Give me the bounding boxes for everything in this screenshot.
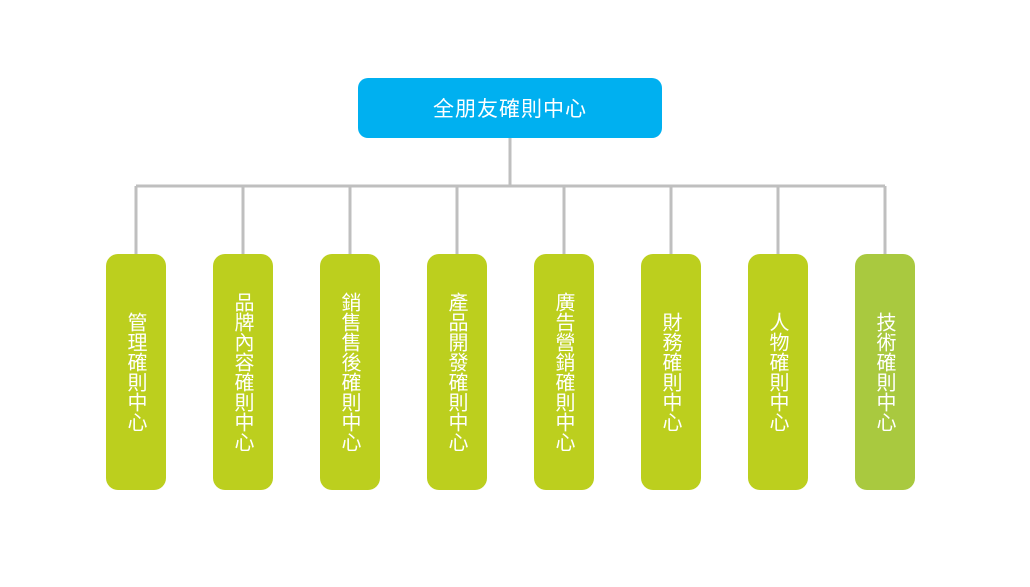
child-node-brand-content: 品牌內容確則中心 — [213, 254, 273, 490]
child-node-technology: 技術確則中心 — [855, 254, 915, 490]
child-node-management: 管理確則中心 — [106, 254, 166, 490]
child-node-sales-aftersales: 銷售售後確則中心 — [320, 254, 380, 490]
root-node: 全朋友確則中心 — [358, 78, 662, 138]
child-node-advertising-marketing: 廣告營銷確則中心 — [534, 254, 594, 490]
child-node-finance: 財務確則中心 — [641, 254, 701, 490]
child-node-product-development: 產品開發確則中心 — [427, 254, 487, 490]
child-node-personnel: 人物確則中心 — [748, 254, 808, 490]
